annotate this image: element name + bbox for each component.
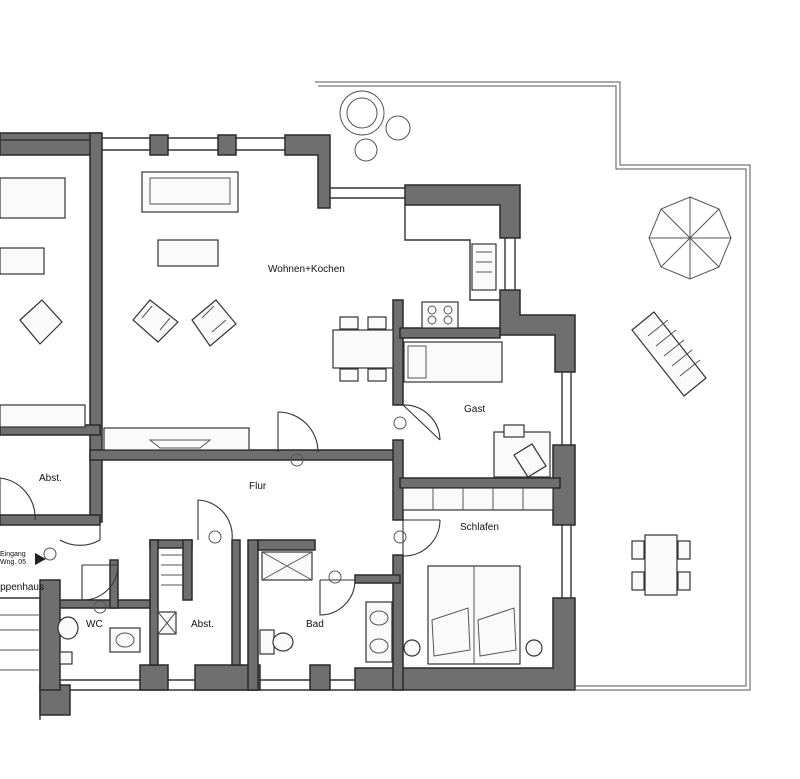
wc-fixtures <box>57 554 182 665</box>
bathroom-fixtures <box>259 551 393 663</box>
room-label-wohnen: Wohnen+Kochen <box>268 264 345 275</box>
entrance-label: Eingang Wng. 05 <box>0 551 26 567</box>
room-label-abst-center: Abst. <box>191 619 214 630</box>
trees <box>339 90 411 162</box>
doors <box>0 404 441 616</box>
terrace-table <box>631 534 691 596</box>
dining-table <box>332 316 394 382</box>
room-label-bad: Bad <box>306 619 324 630</box>
entrance-arrow-icon <box>35 553 46 565</box>
room-label-flur: Flur <box>249 481 267 492</box>
stair <box>0 597 41 720</box>
guest-furniture <box>403 341 551 478</box>
living-furniture <box>0 171 250 451</box>
entrance-label-line2: Wng. 05 <box>0 559 27 566</box>
deck-lounger <box>631 311 707 397</box>
stair-label-wrap: Treppenhaus <box>0 582 44 593</box>
parasol <box>648 196 732 280</box>
terrace <box>315 81 751 691</box>
room-label-schlafen: Schlafen <box>460 522 499 533</box>
kitchen <box>404 205 500 329</box>
walls <box>0 132 576 716</box>
room-label-abst-left: Abst. <box>39 473 62 484</box>
stair-label: Treppenhaus <box>0 582 44 593</box>
room-label-gast: Gast <box>464 404 486 415</box>
lamp-symbols <box>43 416 407 614</box>
entrance-label-line1: Eingang <box>0 551 26 558</box>
room-label-wc: WC <box>86 619 103 630</box>
bedroom-furniture <box>402 487 554 665</box>
